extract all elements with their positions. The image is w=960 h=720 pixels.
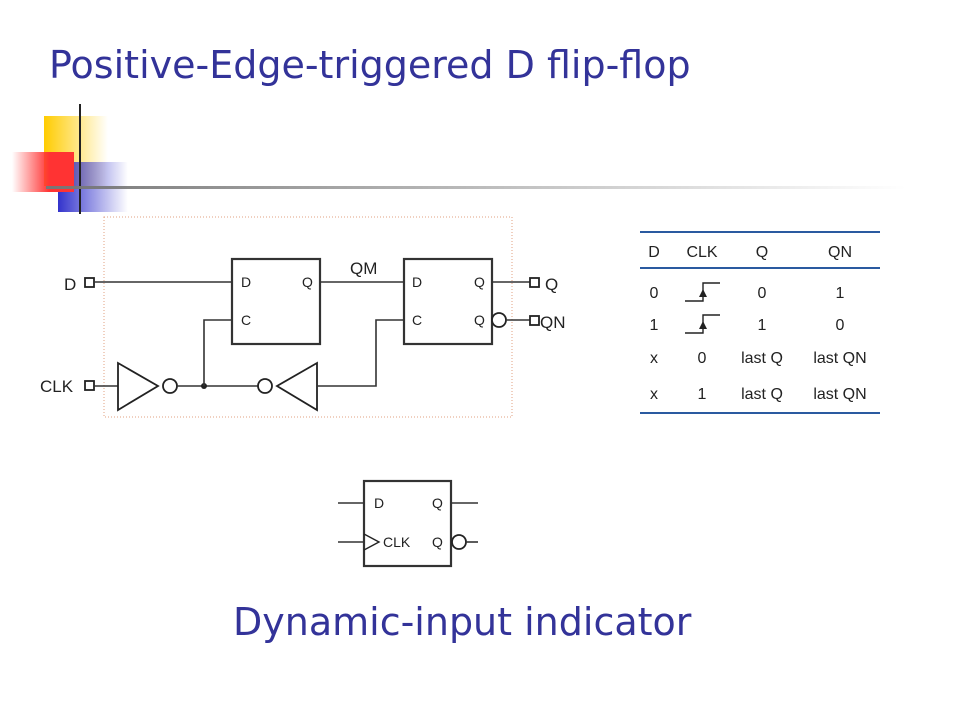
qm-label: QM (350, 259, 377, 278)
table-header-d: D (648, 244, 660, 261)
table-cell-r0-qn: 1 (836, 285, 845, 302)
table-cell-r0-d: 0 (650, 285, 659, 302)
master-latch-box (230, 257, 322, 346)
rising-edge-icon (685, 282, 720, 302)
input-d-label: D (64, 275, 76, 294)
table-cell-r0-q: 0 (758, 285, 767, 302)
deco-horizontal-rule (46, 186, 906, 189)
deco-red-square (12, 152, 74, 192)
circuit-dotted-border (103, 216, 513, 418)
table-header-clk: CLK (686, 244, 717, 261)
table-header-qn: QN (828, 244, 852, 261)
table-cell-r3-d: x (650, 386, 658, 403)
rising-edge-icon (685, 314, 720, 334)
latch2-pin-c: C (412, 312, 422, 328)
latch1-pin-c: C (241, 312, 251, 328)
table-cell-r3-q: last Q (741, 386, 783, 403)
table-cell-r3-clk: 1 (698, 386, 707, 403)
wire-to-latch1-c (203, 319, 232, 386)
latch2-pin-q: Q (474, 274, 485, 290)
table-cell-r3-qn: last QN (813, 386, 866, 403)
symbol-pin-qn: Q (432, 534, 443, 550)
inverter1-triangle (117, 361, 160, 412)
symbol-qn-bubble (451, 534, 467, 550)
symbol-box (362, 479, 453, 568)
inverter2-bubble (257, 378, 273, 394)
table-header-q: Q (756, 244, 768, 261)
table-cell-r1-d: 1 (650, 317, 659, 334)
symbol-pin-clk: CLK (383, 534, 411, 550)
output-qn-terminal (529, 315, 540, 326)
output-qn-label: QN (540, 313, 566, 332)
output-q-terminal (529, 277, 540, 288)
dynamic-input-indicator-icon (363, 533, 381, 551)
table-cell-r2-d: x (650, 350, 658, 367)
table-cell-r2-clk: 0 (698, 350, 707, 367)
table-cell-r1-q: 1 (758, 317, 767, 334)
symbol-pin-q: Q (432, 495, 443, 511)
output-q-label: Q (545, 275, 558, 294)
wire-to-latch2-c (317, 319, 404, 387)
slave-latch-box (402, 257, 494, 346)
latch1-pin-d: D (241, 274, 251, 290)
latch2-pin-qn: Q (474, 312, 485, 328)
table-cell-r2-qn: last QN (813, 350, 866, 367)
latch1-pin-q: Q (302, 274, 313, 290)
slide-caption: Dynamic-input indicator (233, 600, 692, 644)
table-cell-r1-qn: 0 (836, 317, 845, 334)
latch2-pin-d: D (412, 274, 422, 290)
slide-title: Positive-Edge-triggered D flip-flop (49, 43, 691, 87)
input-clk-label: CLK (40, 377, 74, 396)
table-cell-r2-q: last Q (741, 350, 783, 367)
symbol-pin-d: D (374, 495, 384, 511)
